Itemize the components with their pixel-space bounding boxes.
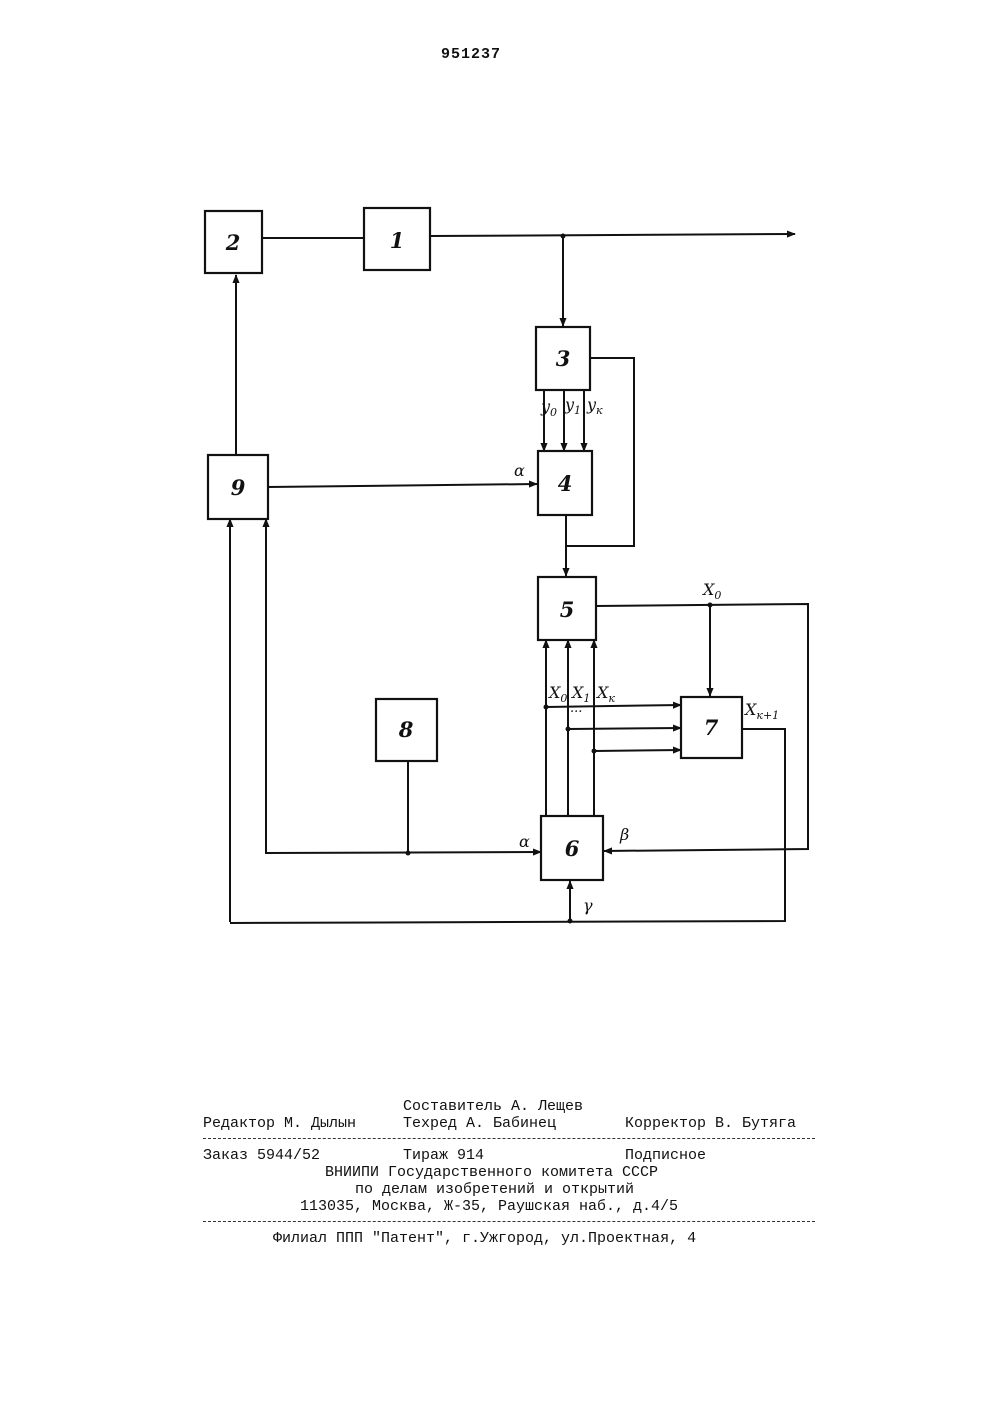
- block-6-label: 6: [565, 836, 580, 861]
- block-8-label: 8: [398, 717, 414, 742]
- circulation: Тираж 914: [403, 1147, 484, 1164]
- signal-xk: Xк: [595, 683, 615, 705]
- address: 113035, Москва, Ж-35, Раушская наб., д.4…: [300, 1198, 678, 1215]
- signal-xk1: Xк+1: [743, 700, 779, 722]
- junction-dot: [568, 919, 573, 924]
- signal-x0: X0: [547, 683, 567, 705]
- signal-beta: β: [619, 825, 629, 844]
- junction-dot: [406, 851, 411, 856]
- junction-dot: [708, 603, 713, 608]
- wire-output: [430, 234, 795, 236]
- junction-dot: [544, 705, 549, 710]
- signal-x0-top: X0: [701, 580, 721, 602]
- block-7-label: 7: [704, 715, 719, 740]
- signal-gamma: γ: [583, 896, 593, 915]
- block-3-label: 3: [556, 346, 571, 371]
- branch: Филиал ППП "Патент", г.Ужгород, ул.Проек…: [273, 1230, 696, 1247]
- signal-y0: y0: [540, 397, 557, 419]
- block-5-label: 5: [560, 597, 575, 622]
- divider: [203, 1221, 815, 1222]
- wire-alpha-bottom: [266, 519, 541, 853]
- block-9-label: 9: [231, 475, 246, 500]
- editor: Редактор М. Дылын: [203, 1115, 356, 1132]
- signal-yk: yк: [586, 395, 603, 417]
- block-4-label: 4: [558, 471, 573, 496]
- corrector: Корректор В. Бутяга: [625, 1115, 796, 1132]
- signal-y1: y1: [564, 395, 581, 417]
- junction-dot: [561, 234, 566, 239]
- wire-9-to-4: [268, 484, 537, 487]
- organization: ВНИИПИ Государственного комитета СССР: [325, 1164, 658, 1181]
- subscription: Подписное: [625, 1147, 706, 1164]
- block-2-label: 2: [225, 230, 241, 255]
- junction-dot: [592, 749, 597, 754]
- order: Заказ 5944/52: [203, 1147, 320, 1164]
- junction-dot: [566, 727, 571, 732]
- block-1-label: 1: [390, 228, 405, 253]
- divider: [203, 1138, 815, 1139]
- compiler: Составитель А. Лещев: [403, 1098, 583, 1115]
- block-diagram: 2 1 3 4 9 5 7 8 6 y0 y1 yк α X0 X0 X1 Xк…: [0, 0, 1000, 1000]
- techeditor: Техред А. Бабинец: [403, 1115, 556, 1132]
- signal-dots: ...: [570, 701, 582, 716]
- wire-x0-tap: [546, 705, 681, 707]
- wire-x1-tap: [568, 728, 681, 729]
- signal-alpha-top: α: [514, 461, 525, 480]
- organization-line2: по делам изобретений и открытий: [355, 1181, 634, 1198]
- signal-alpha-bottom: α: [519, 832, 530, 851]
- wire-xk-tap: [594, 750, 681, 751]
